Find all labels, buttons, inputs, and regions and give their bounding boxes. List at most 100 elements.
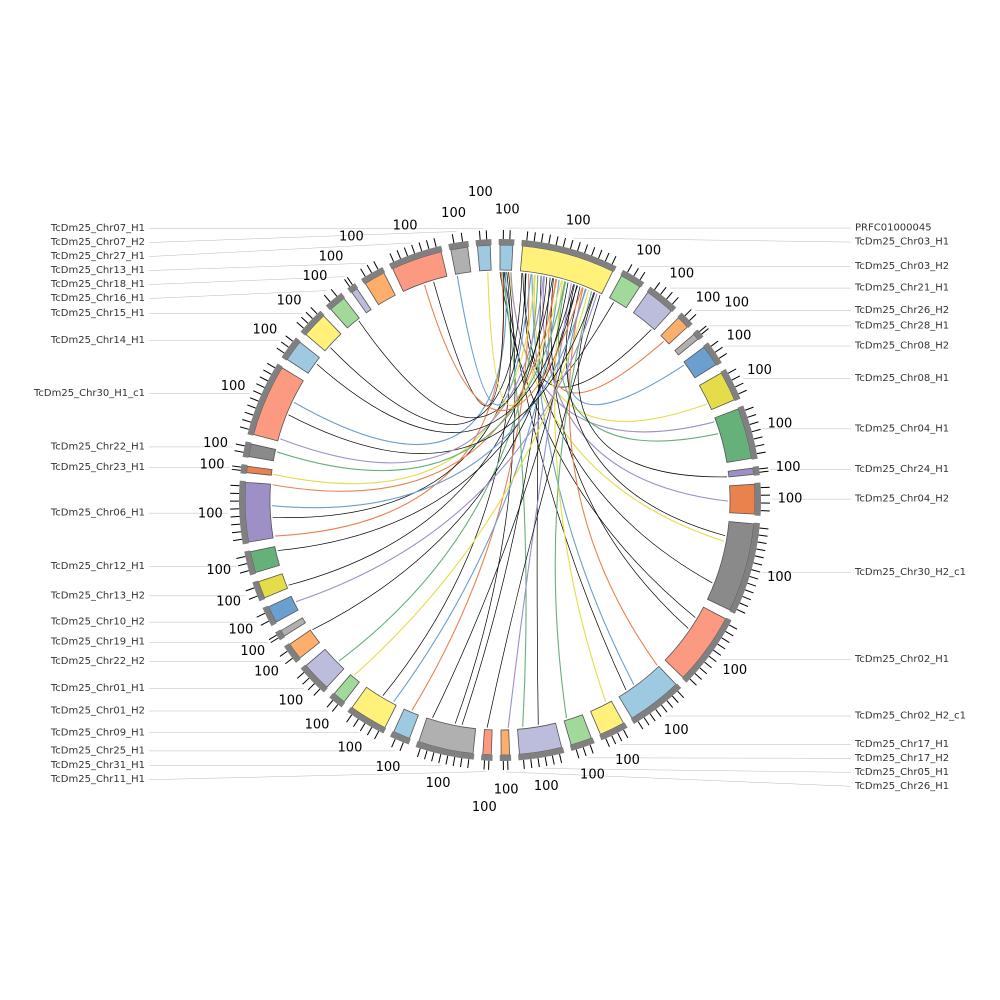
- segment-ideogram[interactable]: [249, 546, 280, 573]
- chromosome-segment[interactable]: [234, 441, 277, 462]
- chromosome-segment[interactable]: [517, 722, 565, 769]
- tick-mark: [330, 288, 338, 297]
- tick-band: [754, 482, 762, 516]
- segment-ideogram[interactable]: [698, 372, 736, 411]
- chromosome-segment[interactable]: [245, 573, 289, 602]
- chromosome-segment[interactable]: [706, 521, 769, 614]
- tick-mark: [239, 426, 249, 430]
- segment-ideogram[interactable]: [305, 315, 342, 352]
- segment-ideogram[interactable]: [244, 481, 274, 543]
- segment-ideogram[interactable]: [714, 408, 753, 463]
- tick-mark: [331, 704, 339, 712]
- synteny-link: [411, 273, 530, 711]
- chromosome-segment[interactable]: [480, 729, 493, 770]
- chromosome-segment[interactable]: [729, 482, 770, 516]
- chromosome-segment[interactable]: [609, 264, 646, 309]
- synteny-link: [486, 295, 601, 728]
- synteny-link: [507, 283, 572, 728]
- segment-ideogram[interactable]: [706, 521, 755, 611]
- tick-band: [242, 441, 252, 458]
- segment-ideogram[interactable]: [364, 272, 396, 306]
- segment-ideogram[interactable]: [248, 443, 277, 462]
- chromosome-segment[interactable]: [268, 617, 307, 644]
- chromosome-segment[interactable]: [239, 362, 304, 442]
- chromosome-segment[interactable]: [256, 595, 299, 627]
- segment-ideogram[interactable]: [280, 617, 307, 637]
- segment-ideogram[interactable]: [632, 291, 672, 331]
- synteny-link: [316, 284, 574, 433]
- segment-ideogram[interactable]: [476, 244, 492, 272]
- segment-ideogram[interactable]: [729, 483, 756, 515]
- chromosome-segment[interactable]: [498, 230, 515, 271]
- tick-mark: [452, 756, 456, 766]
- chromosome-segment[interactable]: [448, 232, 472, 275]
- chromosome-segment[interactable]: [519, 231, 617, 295]
- segment-ideogram[interactable]: [246, 465, 273, 476]
- chromosome-segment[interactable]: [276, 335, 320, 374]
- segment-ideogram[interactable]: [517, 722, 563, 755]
- chromosome-segment[interactable]: [660, 309, 697, 345]
- segment-ideogram[interactable]: [618, 665, 677, 719]
- segment-ideogram[interactable]: [351, 288, 372, 314]
- segment-ideogram[interactable]: [289, 629, 321, 659]
- tick-mark: [559, 754, 563, 763]
- segment-ideogram[interactable]: [393, 708, 419, 739]
- chromosome-segment[interactable]: [344, 277, 372, 314]
- segment-ideogram[interactable]: [330, 297, 360, 329]
- segment-ideogram[interactable]: [609, 275, 641, 309]
- segment-ideogram[interactable]: [267, 595, 299, 623]
- chromosome-segment[interactable]: [230, 480, 274, 545]
- segment-ideogram[interactable]: [333, 674, 360, 703]
- chromosome-segment[interactable]: [346, 686, 397, 740]
- label-leader: [148, 290, 327, 299]
- segment-ideogram[interactable]: [286, 341, 320, 374]
- tick-mark: [399, 742, 404, 751]
- chromosome-segment[interactable]: [714, 405, 766, 463]
- chromosome-segment[interactable]: [664, 606, 738, 686]
- chromosome-segment[interactable]: [698, 368, 747, 411]
- chromosome-segment[interactable]: [388, 238, 448, 292]
- chromosome-segment[interactable]: [296, 648, 345, 696]
- chromosome-segment[interactable]: [727, 465, 769, 478]
- tick-mark: [654, 282, 661, 290]
- segment-ideogram[interactable]: [392, 251, 448, 292]
- chromosome-segment[interactable]: [618, 665, 685, 730]
- segment-ideogram[interactable]: [499, 244, 514, 271]
- segment-ideogram[interactable]: [590, 700, 625, 735]
- segment-ideogram[interactable]: [563, 714, 592, 746]
- tick-mark: [717, 643, 726, 650]
- chromosome-segment[interactable]: [415, 717, 477, 769]
- segment-ideogram[interactable]: [727, 467, 755, 478]
- chromosome-segment[interactable]: [674, 325, 709, 356]
- chromosome-segment[interactable]: [296, 307, 342, 352]
- segment-ideogram[interactable]: [305, 648, 345, 688]
- tick-mark: [747, 582, 757, 587]
- chromosome-segment[interactable]: [632, 282, 679, 331]
- chromosome-segment[interactable]: [389, 708, 419, 751]
- chromosome-segment[interactable]: [563, 714, 595, 759]
- segment-ideogram[interactable]: [519, 245, 614, 295]
- chromosome-segment[interactable]: [499, 729, 512, 770]
- chromosome-segment[interactable]: [360, 261, 396, 306]
- tick-label: 100: [696, 290, 721, 305]
- segment-ideogram[interactable]: [500, 729, 511, 756]
- segment-ideogram[interactable]: [683, 346, 717, 379]
- chromosome-segment[interactable]: [231, 464, 273, 476]
- segment-ideogram[interactable]: [418, 717, 477, 755]
- chromosome-segment[interactable]: [590, 700, 629, 748]
- chromosome-segment[interactable]: [683, 340, 728, 379]
- segment-ideogram[interactable]: [674, 333, 699, 356]
- segment-ideogram[interactable]: [351, 686, 397, 729]
- segment-ideogram[interactable]: [257, 573, 289, 599]
- segment-ideogram[interactable]: [482, 729, 493, 756]
- tick-label: 100: [338, 741, 363, 756]
- segment-ideogram[interactable]: [660, 317, 688, 345]
- tick-mark: [263, 369, 272, 375]
- segment-ideogram[interactable]: [253, 367, 304, 442]
- chromosome-segment[interactable]: [326, 674, 360, 712]
- segment-ideogram[interactable]: [450, 246, 472, 275]
- chromosome-segment[interactable]: [279, 629, 321, 665]
- chromosome-segment[interactable]: [236, 546, 280, 576]
- chromosome-segment[interactable]: [475, 230, 492, 272]
- chromosome-segment[interactable]: [323, 288, 360, 329]
